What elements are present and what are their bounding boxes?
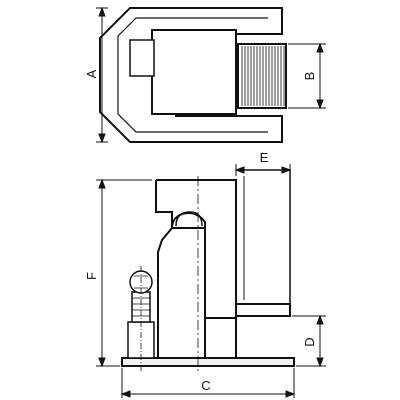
- dimension-f: [96, 178, 152, 368]
- dimension-b-label: B: [302, 72, 317, 81]
- top-knob: [129, 39, 155, 77]
- dimension-f-label: F: [84, 272, 99, 280]
- dimension-b: [288, 42, 326, 110]
- side-cylinder-body: [157, 227, 206, 358]
- dimension-e: [234, 164, 292, 176]
- side-ram-arch: [175, 211, 203, 227]
- thread-lines: [241, 46, 285, 106]
- dimension-a: [96, 6, 108, 144]
- dimension-c-label: C: [201, 378, 210, 393]
- dimension-a-label: A: [84, 69, 99, 78]
- pump-hatch: [132, 275, 150, 317]
- dimension-d: [292, 314, 326, 368]
- top-cylinder-body: [151, 29, 237, 115]
- top-view: [99, 7, 287, 143]
- side-frame-outline: [155, 179, 291, 358]
- dimension-e-label: E: [260, 150, 269, 165]
- dimension-c: [120, 368, 296, 398]
- top-frame-inner: [117, 17, 268, 133]
- side-view: [121, 169, 295, 367]
- dimension-d-label: D: [302, 337, 317, 346]
- side-base-plate: [121, 357, 295, 367]
